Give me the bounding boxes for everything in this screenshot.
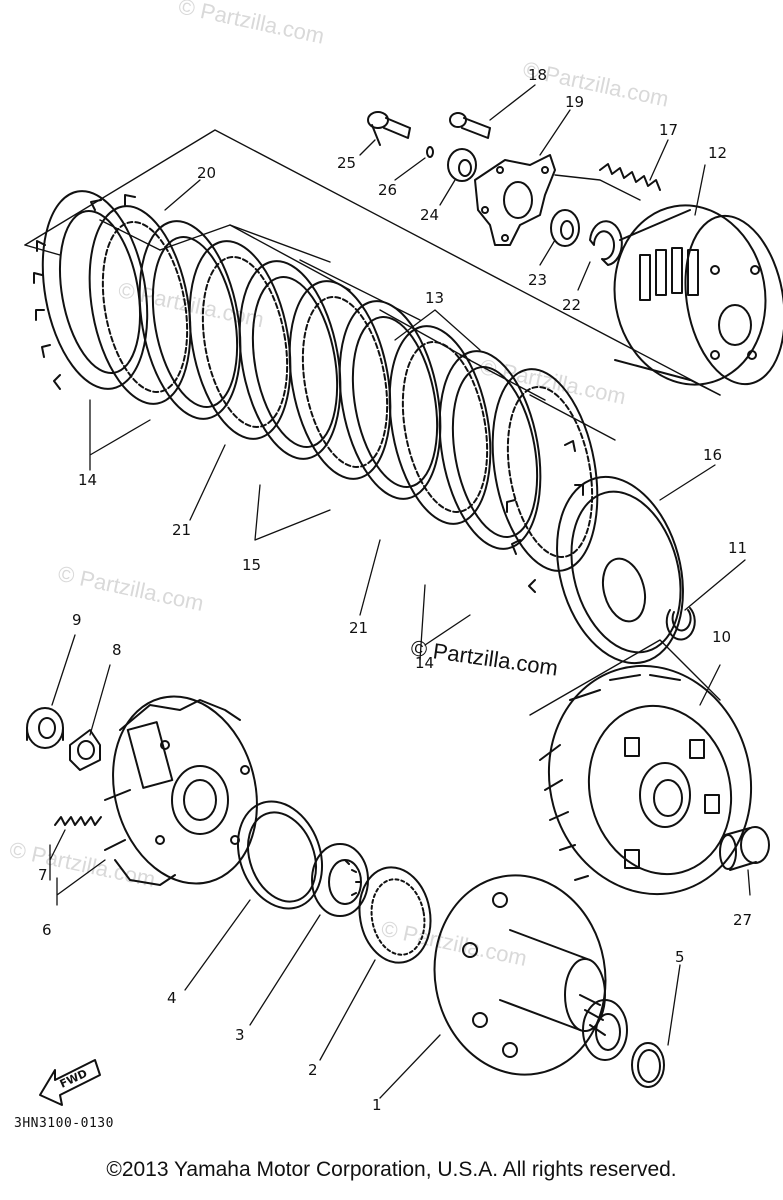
callout-2: 2 (308, 1061, 318, 1079)
washer-26 (426, 146, 434, 158)
copyright-notice: ©2013 Yamaha Motor Corporation, U.S.A. A… (106, 1158, 677, 1181)
callout-1: 1 (372, 1096, 382, 1114)
watermark: © Partzilla.com (521, 56, 671, 111)
callout-8: 8 (112, 641, 122, 659)
callout-18: 18 (528, 66, 547, 84)
callout-24: 24 (420, 206, 439, 224)
bolt-18 (449, 112, 491, 139)
centrifugal-clutch-6 (104, 695, 258, 886)
assembly-lines (24, 129, 721, 716)
one-way-clutch-2 (358, 866, 432, 964)
callout-19: 19 (565, 93, 584, 111)
callout-5: 5 (675, 948, 685, 966)
washer-23 (550, 209, 580, 247)
callout-labels: 1 2 3 4 5 6 7 8 9 10 11 12 13 14 14 15 1… (38, 66, 752, 1114)
callout-3: 3 (235, 1026, 245, 1044)
callout-21a: 21 (172, 521, 191, 539)
callout-23: 23 (528, 271, 547, 289)
callout-6: 6 (42, 921, 52, 939)
bearing-24 (447, 148, 477, 182)
watermark: © Partzilla.com (176, 0, 326, 49)
callout-25: 25 (337, 154, 356, 172)
watermarks: © Partzilla.com © Partzilla.com © Partzi… (7, 0, 671, 971)
callout-4: 4 (167, 989, 177, 1007)
diagram-code: 3HN3100-0130 (14, 1116, 114, 1131)
leader-lines (49, 84, 751, 1099)
callout-10: 10 (712, 628, 731, 646)
callout-14b: 14 (415, 654, 434, 672)
callout-22: 22 (562, 296, 581, 314)
bolt-25 (367, 111, 411, 146)
callout-27: 27 (733, 911, 752, 929)
friction-plate-20 (33, 190, 149, 390)
callout-11: 11 (728, 539, 747, 557)
clutch-plate-stack (88, 205, 599, 593)
callout-14a: 14 (78, 471, 97, 489)
callout-16: 16 (703, 446, 722, 464)
callout-20: 20 (197, 164, 216, 182)
lock-washer-22 (589, 220, 623, 266)
callout-15: 15 (242, 556, 261, 574)
push-plate-19 (474, 154, 556, 246)
washer-5 (631, 1042, 665, 1088)
callout-13: 13 (425, 289, 444, 307)
callout-21b: 21 (349, 619, 368, 637)
collar-27 (719, 826, 770, 871)
lock-washer-8 (69, 729, 101, 771)
callout-26: 26 (378, 181, 397, 199)
clutch-drum-10 (539, 664, 753, 896)
callout-12: 12 (708, 144, 727, 162)
spring-7 (54, 816, 102, 826)
watermark: © Partzilla.com (7, 837, 157, 892)
circlip-11 (665, 607, 696, 641)
center-watermark: © Partzilla.com (409, 635, 559, 680)
callout-9: 9 (72, 611, 82, 629)
callout-7: 7 (38, 866, 48, 884)
nut-9 (26, 707, 64, 749)
shim-4 (236, 800, 324, 910)
pressure-plate-16 (556, 475, 684, 665)
callout-17: 17 (659, 121, 678, 139)
clutch-housing-1 (433, 874, 628, 1076)
spring-17 (599, 163, 661, 191)
watermark: © Partzilla.com (56, 561, 206, 616)
forward-arrow-icon (39, 1059, 101, 1106)
clutch-boss-12 (613, 204, 783, 386)
